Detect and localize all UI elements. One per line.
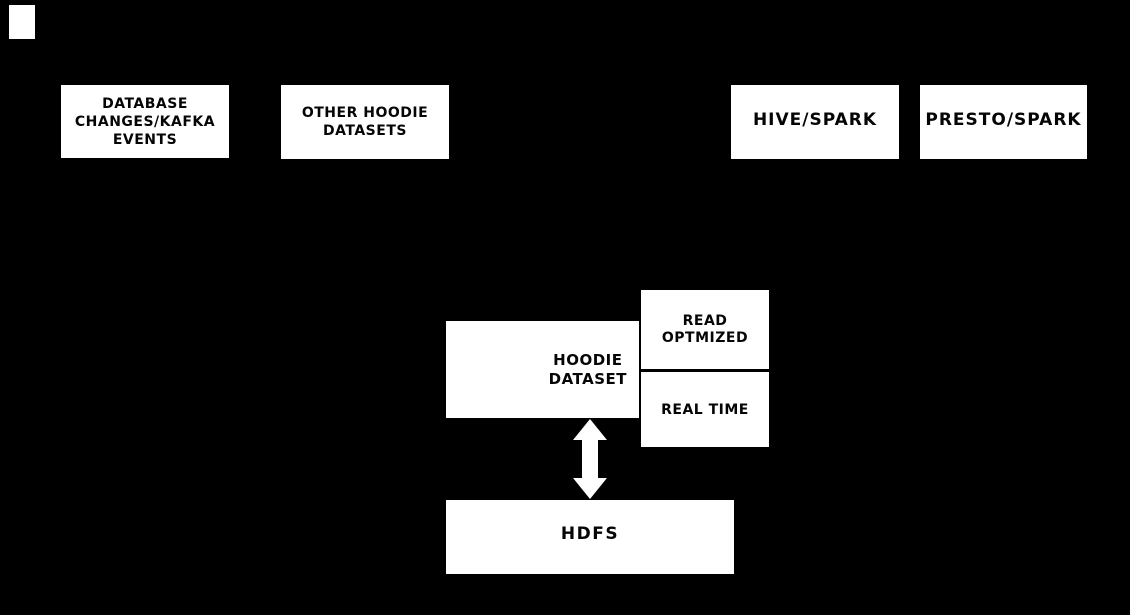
node-label: HIVE/SPARK xyxy=(752,110,878,130)
bidirectional-arrow-icon xyxy=(573,419,607,499)
node-label: HDFS xyxy=(560,524,620,544)
arrow-shaft xyxy=(582,440,598,478)
arrow-head-up xyxy=(573,419,607,440)
node-label: PRESTO/SPARK xyxy=(925,110,1082,130)
node-read-optimized-view: READ OPTMIZED xyxy=(641,290,769,369)
top-left-fragment xyxy=(9,5,35,39)
node-label-line: DATASET xyxy=(548,369,627,388)
node-label-line: CHANGES/KAFKA xyxy=(74,113,216,130)
node-label-line: OTHER HOODIE xyxy=(301,105,429,121)
node-hive-spark: HIVE/SPARK xyxy=(731,85,899,159)
node-label-block: HOODIE DATASET xyxy=(549,351,627,389)
node-label-line: HOODIE xyxy=(553,350,623,369)
node-hdfs: HDFS xyxy=(446,500,734,574)
node-label-line: OPTMIZED xyxy=(661,329,749,346)
node-other-hoodie-datasets: OTHER HOODIE DATASETS xyxy=(281,85,449,159)
node-database-changes-kafka-events: DATABASE CHANGES/KAFKA EVENTS xyxy=(61,85,229,158)
arrow-head-down xyxy=(573,478,607,499)
node-real-time-view: REAL TIME xyxy=(641,372,769,447)
node-label-line: DATASETS xyxy=(323,123,407,139)
node-presto-spark: PRESTO/SPARK xyxy=(920,85,1087,159)
node-label-line: EVENTS xyxy=(112,131,178,148)
node-label: REAL TIME xyxy=(661,401,749,418)
node-label-line: DATABASE xyxy=(102,95,188,112)
node-hoodie-dataset: HOODIE DATASET xyxy=(446,321,639,418)
node-label-line: READ xyxy=(682,312,728,329)
